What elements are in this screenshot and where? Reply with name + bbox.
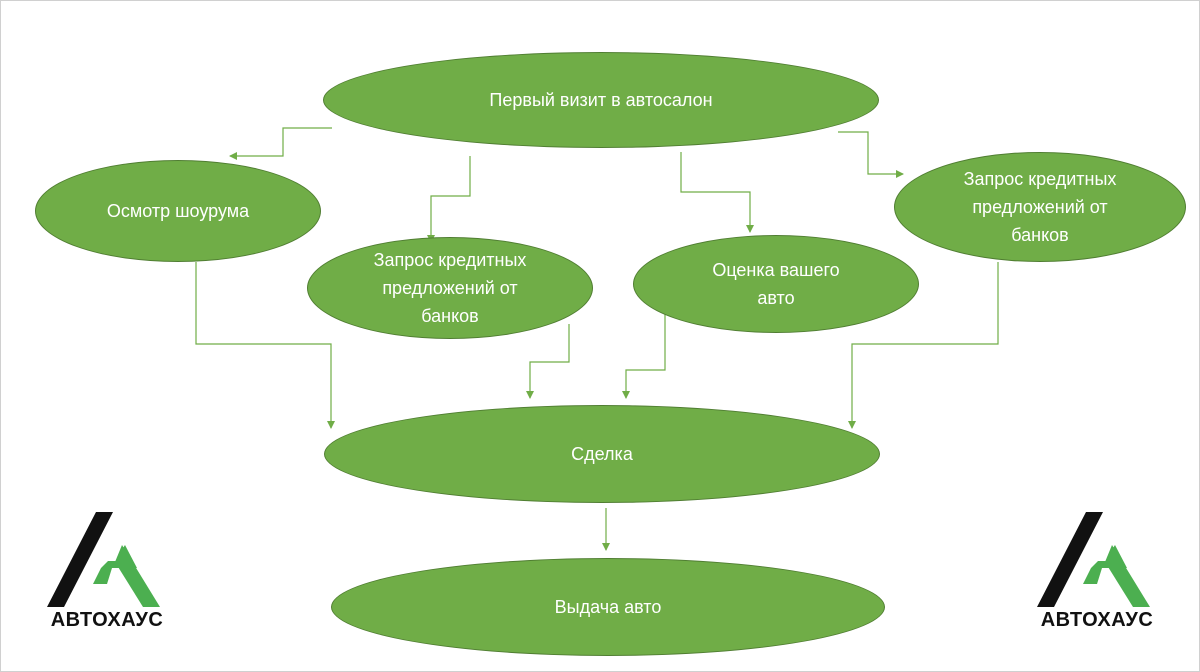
node-credit-right-label: Запрос кредитных предложений от банков bbox=[963, 169, 1117, 245]
node-credit-left: Запрос кредитных предложений от банков bbox=[307, 237, 593, 339]
arrow-credit-right-to-deal bbox=[848, 262, 999, 429]
node-deal: Сделка bbox=[324, 405, 880, 503]
node-first-visit: Первый визит в автосалон bbox=[323, 52, 879, 148]
arrow-credit-left-to-deal bbox=[526, 324, 570, 399]
logo-left: АВТОХАУС bbox=[37, 510, 177, 640]
node-evaluation: Оценка вашего авто bbox=[633, 235, 919, 333]
node-first-visit-label: Первый визит в автосалон bbox=[489, 90, 713, 110]
avtohaus-logo-icon bbox=[47, 512, 160, 607]
logo-left-brand: АВТОХАУС bbox=[50, 609, 164, 631]
logo-right-brand: АВТОХАУС bbox=[1040, 609, 1154, 631]
node-delivery: Выдача авто bbox=[331, 558, 885, 656]
arrow-first-visit-to-credit-left bbox=[427, 156, 471, 243]
arrow-showroom-to-deal bbox=[195, 262, 335, 429]
arrow-first-visit-to-evaluation bbox=[680, 152, 754, 233]
arrow-first-visit-to-showroom bbox=[229, 127, 332, 160]
arrow-first-visit-to-credit-right bbox=[838, 131, 904, 178]
avtohaus-logo-icon bbox=[1037, 512, 1150, 607]
node-credit-right: Запрос кредитных предложений от банков bbox=[894, 152, 1186, 262]
node-credit-left-label: Запрос кредитных предложений от банков bbox=[373, 250, 527, 326]
node-evaluation-label: Оценка вашего авто bbox=[712, 260, 840, 308]
node-delivery-label: Выдача авто bbox=[554, 597, 662, 617]
node-showroom: Осмотр шоурума bbox=[35, 160, 321, 262]
arrow-evaluation-to-deal bbox=[622, 314, 666, 399]
node-showroom-label: Осмотр шоурума bbox=[106, 201, 250, 221]
node-deal-label: Сделка bbox=[571, 444, 633, 464]
logo-right: АВТОХАУС bbox=[1027, 510, 1167, 640]
